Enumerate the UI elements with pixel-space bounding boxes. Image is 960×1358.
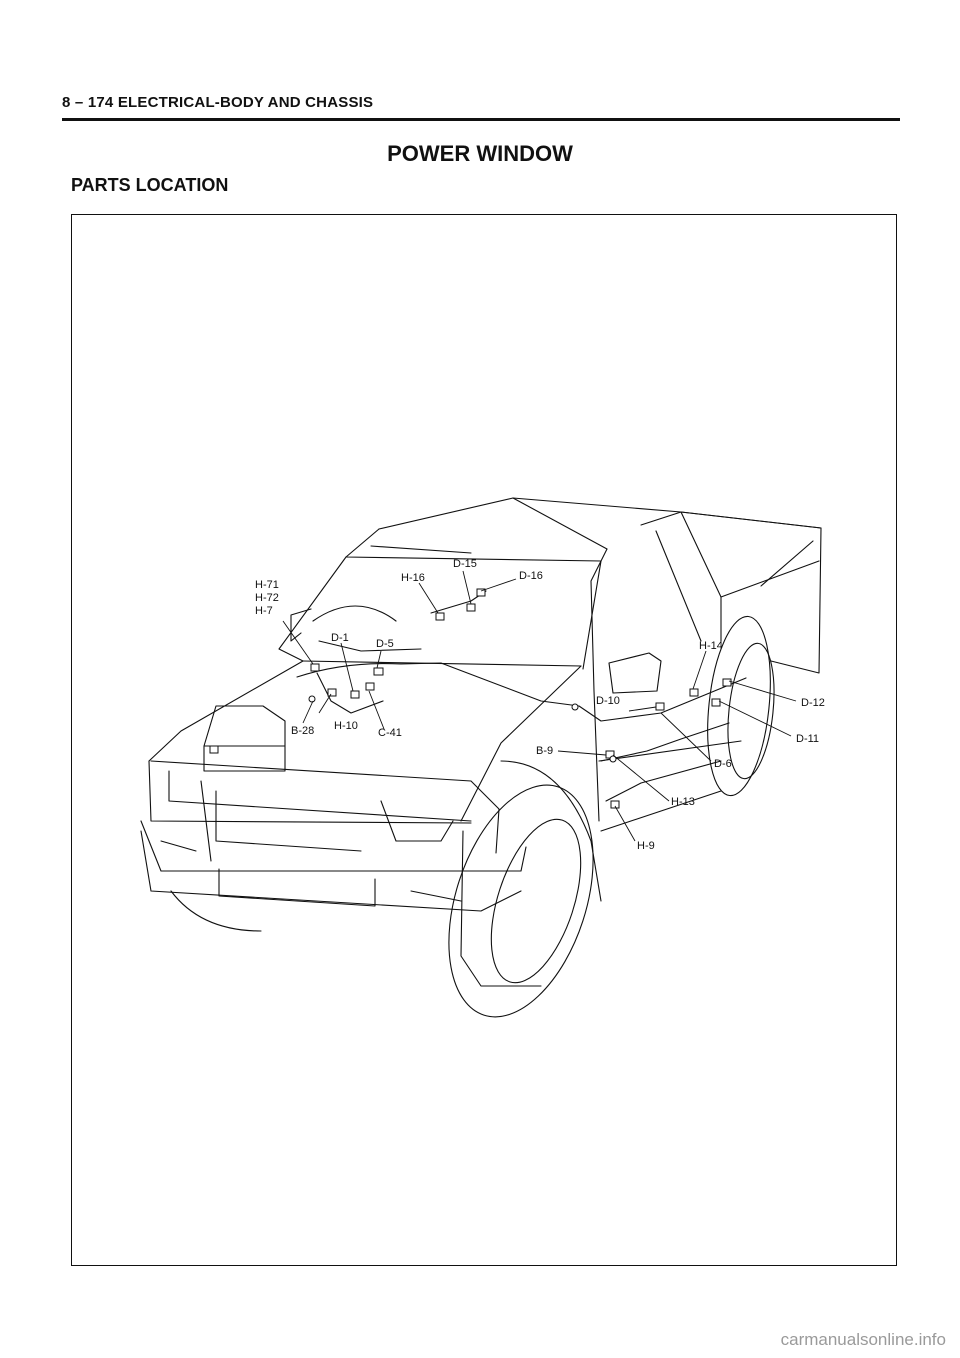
label-d-12: D-12 [801, 697, 825, 709]
vehicle-illustration: H-71 H-72 H-7 H-16 D-15 D-16 D-1 D-5 B-2… [140, 497, 825, 1018]
label-d-10: D-10 [596, 695, 620, 707]
connector-labels: H-71 H-72 H-7 H-16 D-15 D-16 D-1 D-5 B-2… [255, 558, 825, 852]
label-b-28: B-28 [291, 725, 314, 737]
label-d-11: D-11 [796, 733, 819, 745]
label-h-71: H-71 [255, 579, 279, 591]
section-title: PARTS LOCATION [71, 175, 229, 195]
footer-watermark: carmanualsonline.info [780, 1330, 946, 1349]
label-h-7: H-7 [255, 605, 273, 617]
label-d-16: D-16 [519, 570, 543, 582]
document-title: POWER WINDOW [387, 141, 573, 166]
header-rule [62, 118, 900, 121]
label-h-10: H-10 [334, 720, 358, 732]
label-d-6: D-6 [714, 758, 732, 770]
connector-markers [209, 588, 732, 809]
label-d-5: D-5 [376, 638, 394, 650]
label-h-16: H-16 [401, 572, 425, 584]
leader-lines [282, 570, 797, 842]
label-d-15: D-15 [453, 558, 477, 570]
truck-outline [140, 497, 822, 1018]
label-h-9: H-9 [637, 840, 655, 852]
label-h-14: H-14 [699, 640, 723, 652]
label-b-9: B-9 [536, 745, 553, 757]
page-header: 8 – 174 ELECTRICAL-BODY AND CHASSIS [62, 94, 374, 111]
label-h-13: H-13 [671, 796, 695, 808]
label-d-1: D-1 [331, 632, 349, 644]
parts-location-figure: H-71 H-72 H-7 H-16 D-15 D-16 D-1 D-5 B-2… [71, 214, 897, 1266]
label-h-72: H-72 [255, 592, 279, 604]
label-c-41: C-41 [378, 727, 402, 739]
